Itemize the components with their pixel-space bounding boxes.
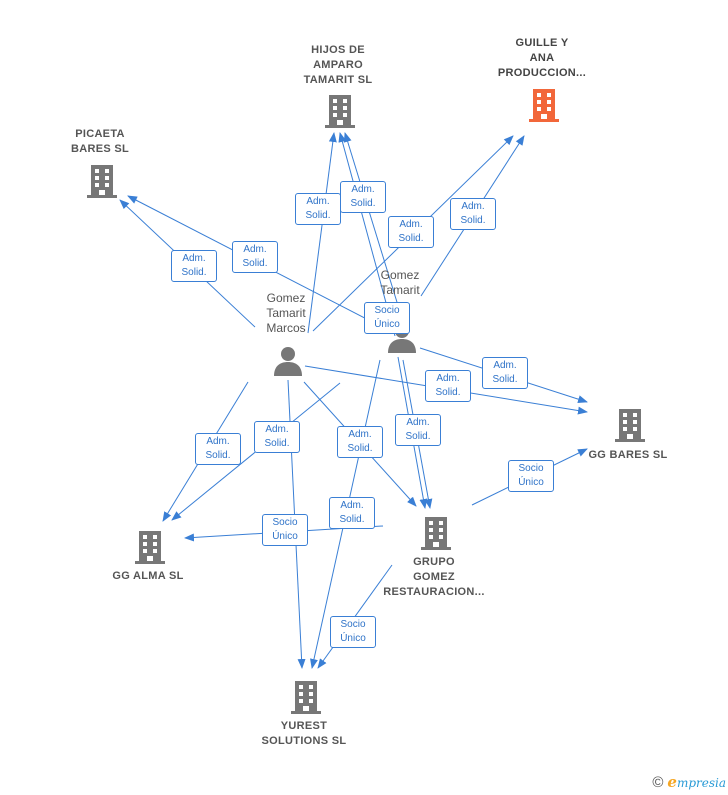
edge-label-adm-solid[interactable]: Adm. Solid. xyxy=(388,216,434,248)
building-icon[interactable] xyxy=(528,86,560,122)
edge-label-adm-solid[interactable]: Adm. Solid. xyxy=(232,241,278,273)
node-label-picaeta[interactable]: PICAETA BARES SL xyxy=(70,128,130,155)
node-label-yurest[interactable]: YUREST SOLUTIONS SL xyxy=(261,720,347,747)
edge-line xyxy=(343,132,405,326)
edge-label-socio-unico[interactable]: Socio Único xyxy=(330,616,376,648)
building-icon[interactable] xyxy=(86,162,118,198)
building-icon[interactable] xyxy=(420,514,452,550)
edge-label-adm-solid[interactable]: Adm. Solid. xyxy=(295,193,341,225)
copyright-icon: © xyxy=(652,773,664,791)
edge-label-socio-unico[interactable]: Socio Único xyxy=(508,460,554,492)
edge-label-adm-solid[interactable]: Adm. Solid. xyxy=(482,357,528,389)
edge-label-adm-solid[interactable]: Adm. Solid. xyxy=(337,426,383,458)
edge-label-socio-unico[interactable]: Socio Único xyxy=(364,302,410,334)
building-icon[interactable] xyxy=(134,528,166,564)
edge-label-socio-unico[interactable]: Socio Único xyxy=(262,514,308,546)
building-icon[interactable] xyxy=(614,406,646,442)
edge-label-adm-solid[interactable]: Adm. Solid. xyxy=(450,198,496,230)
node-label-guille[interactable]: GUILLE Y ANA PRODUCCION... xyxy=(497,37,587,79)
edge-line xyxy=(307,132,337,334)
edges xyxy=(119,132,588,669)
footer-brand: © empresia xyxy=(652,773,726,791)
edge-label-adm-solid[interactable]: Adm. Solid. xyxy=(195,433,241,465)
brand-logo: empresia xyxy=(667,773,726,791)
node-label-grupo-gomez[interactable]: GRUPO GOMEZ RESTAURACION... xyxy=(383,556,485,598)
node-label-gg-bares[interactable]: GG BARES SL xyxy=(588,449,668,461)
edge-label-adm-solid[interactable]: Adm. Solid. xyxy=(395,414,441,446)
edge-label-adm-solid[interactable]: Adm. Solid. xyxy=(340,181,386,213)
building-icon[interactable] xyxy=(324,92,356,128)
node-label-gg-alma[interactable]: GG ALMA SL xyxy=(112,570,184,582)
person-icon[interactable] xyxy=(272,345,304,377)
edge-label-adm-solid[interactable]: Adm. Solid. xyxy=(329,497,375,529)
edge-label-adm-solid[interactable]: Adm. Solid. xyxy=(254,421,300,453)
node-label-hijos[interactable]: HIJOS DE AMPARO TAMARIT SL xyxy=(303,44,373,86)
edge-label-adm-solid[interactable]: Adm. Solid. xyxy=(425,370,471,402)
node-label-gomez-marcos[interactable]: Gomez Tamarit Marcos xyxy=(266,291,306,335)
building-icon[interactable] xyxy=(290,678,322,714)
edge-label-adm-solid[interactable]: Adm. Solid. xyxy=(171,250,217,282)
